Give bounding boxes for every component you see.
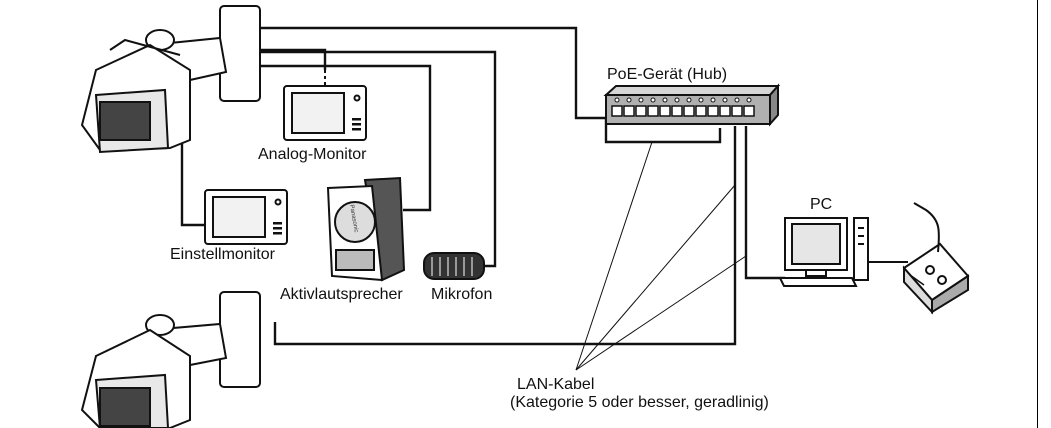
lan-cable-label: LAN-Kabel <box>517 376 595 393</box>
setup-monitor-label: Einstellmonitor <box>170 246 275 263</box>
speaker-brand-text: Panasonic <box>348 204 359 233</box>
cables <box>180 26 785 346</box>
right-border-line <box>1037 0 1038 428</box>
lan-leader-lines <box>575 141 747 371</box>
camera-bottom-icon <box>80 291 261 428</box>
cable-camera1-microphone <box>258 50 497 268</box>
cable-camera1-speaker <box>258 64 432 212</box>
leader-line-2 <box>575 184 736 371</box>
speaker-label: Aktivlautsprecher <box>280 286 403 303</box>
analog-monitor-label: Analog-Monitor <box>258 146 367 163</box>
cable-camera1-setup-monitor <box>180 112 205 227</box>
cable-camera1-analog-monitor <box>258 48 327 70</box>
speaker-icon: Panasonic <box>326 176 406 282</box>
hub-label: PoE-Gerät (Hub) <box>607 66 728 83</box>
controller-icon <box>902 202 970 315</box>
leader-line-3 <box>575 255 747 371</box>
microphone-label: Mikrofon <box>431 286 493 303</box>
pc-label: PC <box>810 196 833 213</box>
microphone-icon <box>423 252 485 280</box>
analog-monitor-icon <box>283 85 367 141</box>
setup-monitor-icon <box>204 189 288 245</box>
cable-hub-out1 <box>604 118 722 144</box>
pc-icon <box>778 217 908 287</box>
cable-hub-camera2 <box>273 126 737 346</box>
lan-cable-note: (Kategorie 5 oder besser, geradlinig) <box>510 394 769 411</box>
cable-camera1-hub <box>258 26 606 120</box>
poe-hub-icon <box>603 83 781 127</box>
camera-top-icon <box>80 5 261 154</box>
leader-line-1 <box>575 141 653 371</box>
cable-hub-pc <box>744 126 785 280</box>
